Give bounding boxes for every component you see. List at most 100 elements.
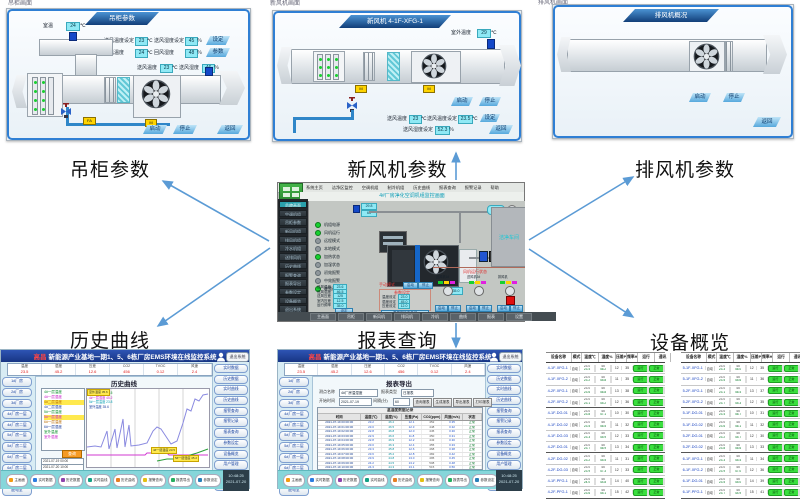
start-button[interactable]: 启动 (451, 97, 473, 106)
interval-input[interactable]: 60 (393, 398, 410, 406)
function-button[interactable]: 参数设定 (214, 438, 248, 449)
stop-button[interactable]: 停止 (479, 97, 501, 106)
param-button[interactable]: 参数 (206, 48, 230, 57)
toolbar-button[interactable]: 排风机 (394, 312, 420, 321)
function-button[interactable]: 报警记录 (214, 417, 248, 427)
menu-item[interactable]: 空调机组 (361, 184, 379, 190)
area-button[interactable]: 2#厂房 (279, 387, 309, 398)
function-button[interactable]: 报警查询 (487, 406, 521, 417)
user-icon[interactable] (489, 352, 499, 362)
function-button[interactable]: 实时数据 (487, 364, 521, 374)
toolbar-button[interactable]: 吊柜 (338, 312, 364, 321)
fan-stop-button[interactable]: 停止 (448, 305, 461, 312)
device-link[interactable]: 4-1F-PFG-1 (546, 479, 571, 484)
toolbar-pill[interactable]: 报表导出 (444, 473, 470, 487)
sidebar-button[interactable]: 报表导出 (279, 279, 307, 287)
set-button[interactable]: 设定 (480, 114, 500, 122)
function-button[interactable]: 报警查询 (214, 406, 248, 417)
function-button[interactable]: 实时曲线 (487, 385, 521, 395)
device-link[interactable]: 4-2F-XFG-1 (546, 388, 571, 393)
area-button[interactable]: 4#厂房二层 (2, 420, 32, 431)
device-link[interactable]: 5-2F-DG-02 (681, 445, 706, 450)
fan-start-button[interactable]: 启动 (466, 305, 479, 312)
toolbar-button[interactable]: 主画面 (310, 312, 336, 321)
report-action-button[interactable]: 导出报表 (453, 398, 472, 407)
toolbar-button[interactable]: 报表 (478, 312, 504, 321)
toolbar-pill[interactable]: 主画面 (6, 473, 28, 487)
toolbar-pill[interactable]: 历史数据 (57, 473, 83, 487)
toolbar-pill[interactable]: 实时曲线 (85, 473, 111, 487)
area-button[interactable]: 5#厂房一层 (279, 431, 309, 442)
tag-item[interactable]: 5#一层温度 (44, 410, 62, 414)
function-button[interactable]: 实时数据 (214, 364, 248, 374)
report-action-button[interactable]: 生成报表 (433, 398, 452, 407)
fan-start-button[interactable]: 启动 (497, 305, 510, 312)
toolbar-pill[interactable]: 报警查询 (417, 473, 443, 487)
toolbar-button[interactable]: 冷机 (422, 312, 448, 321)
toolbar-pill[interactable]: 报表导出 (167, 473, 193, 487)
menu-item[interactable]: 报表查询 (439, 184, 456, 190)
logout-button[interactable]: 退出系统 (226, 352, 249, 362)
set-button[interactable]: 设定 (206, 36, 230, 45)
manual-start-button[interactable]: 启动 (403, 282, 418, 289)
device-link[interactable]: 4-2F-DG-02 (546, 456, 571, 461)
area-button[interactable]: 1#厂房 (279, 377, 309, 387)
sidebar-button[interactable]: 报警查询 (279, 270, 307, 278)
toolbar-pill[interactable]: 参数设定 (195, 473, 221, 487)
function-button[interactable]: 设备概览 (214, 449, 248, 459)
toolbar-button[interactable]: 设置 (506, 312, 532, 321)
area-button[interactable]: 4#厂房一层 (279, 409, 309, 420)
report-action-button[interactable]: 打印报表 (473, 398, 492, 407)
tag-item[interactable]: 6#一层湿度 (44, 425, 62, 429)
back-button[interactable]: 返回 (489, 125, 513, 134)
device-link[interactable]: 5-2F-XFG-1 (681, 388, 706, 393)
area-button[interactable]: 1#厂房 (2, 377, 32, 387)
function-button[interactable]: 历史数据 (214, 374, 248, 385)
start-date-input[interactable]: 2021-07-19 (339, 398, 372, 406)
device-link[interactable]: 4-1F-DG-03 (546, 433, 571, 438)
report-type-select[interactable]: 日报表 (401, 389, 434, 397)
function-button[interactable]: 参数设定 (487, 438, 521, 449)
sidebar-button[interactable]: 冷水机组 (279, 244, 307, 252)
sidebar-button[interactable]: 新风机组 (279, 227, 307, 235)
device-link[interactable]: 4-2F-DG-01 (546, 445, 571, 450)
toolbar-pill[interactable]: 报警查询 (140, 473, 166, 487)
device-link[interactable]: 4-1F-XFG-2 (546, 377, 571, 382)
supply-hum-set-value[interactable]: 52.3 (435, 126, 450, 135)
trend-button[interactable]: 温湿度历史曲线 (381, 310, 429, 312)
device-link[interactable]: 4-2F-PFG-1 (546, 490, 571, 495)
manual-stop-button[interactable]: 停止 (418, 282, 433, 289)
toolbar-pill[interactable]: 参数设定 (472, 473, 498, 487)
menu-item[interactable]: 制冷机组 (387, 184, 405, 190)
menu-item[interactable]: 历史曲线 (413, 184, 431, 190)
fan-stop-button[interactable]: 停止 (479, 305, 492, 312)
area-button[interactable]: 4#厂房二层 (279, 420, 309, 431)
function-button[interactable]: 报警记录 (487, 417, 521, 427)
menu-item[interactable]: 洁净区监控 (331, 184, 353, 190)
device-link[interactable]: 5-2F-DG-01 (681, 433, 706, 438)
toolbar-pill[interactable]: 实时数据 (30, 473, 56, 487)
function-button[interactable]: 历史曲线 (214, 396, 248, 406)
function-button[interactable]: 用户管理 (487, 460, 521, 470)
toolbar-pill[interactable]: 历史数据 (334, 473, 360, 487)
device-link[interactable]: 6-1F-XFG-2 (681, 467, 706, 472)
start-button[interactable]: 启动 (689, 93, 711, 102)
fan-stop-button[interactable]: 停止 (510, 305, 523, 312)
device-link[interactable]: 5-1F-DG-02 (681, 422, 706, 427)
area-button[interactable]: 3#厂房 (279, 398, 309, 409)
function-button[interactable]: 设备概览 (487, 449, 521, 459)
sidebar-button[interactable]: 排风机组 (279, 235, 307, 244)
menu-item[interactable]: 帮助 (490, 184, 499, 190)
sidebar-button[interactable]: 总貌画面 (279, 201, 307, 209)
report-action-button[interactable]: 查询报表 (413, 398, 432, 407)
toolbar-pill[interactable]: 实时数据 (307, 473, 333, 487)
tag-item[interactable]: 室外湿度 (44, 435, 58, 439)
device-link[interactable]: 4-2F-DG-03 (546, 467, 571, 472)
fan-start-button[interactable]: 启动 (435, 305, 448, 312)
device-link[interactable]: 4-1F-DG-01 (546, 411, 571, 416)
tag-item[interactable]: 4#二层温度 (44, 400, 84, 405)
sidebar-button[interactable]: 送排风机 (279, 253, 307, 261)
device-link[interactable]: 4-2F-XFG-2 (546, 400, 571, 405)
area-button[interactable]: 5#厂房一层 (2, 431, 32, 442)
back-button[interactable]: 返回 (753, 117, 781, 127)
